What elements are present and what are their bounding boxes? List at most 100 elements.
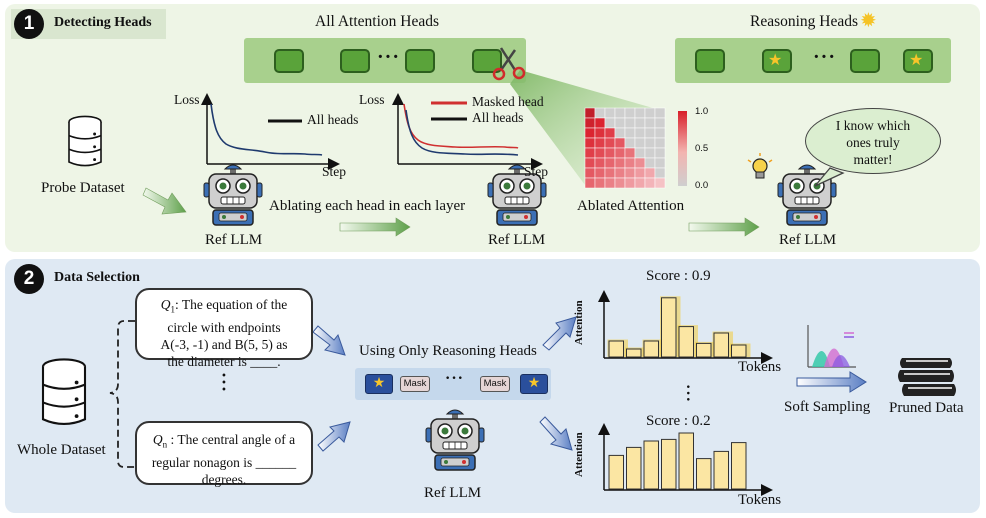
vertical-ellipsis: ··· bbox=[214, 372, 234, 394]
heatmap-cell bbox=[594, 137, 606, 149]
heatmap-cell bbox=[604, 147, 616, 159]
section2-title: Data Selection bbox=[54, 270, 140, 285]
chart-left-y-label: Loss bbox=[174, 92, 200, 107]
attention-head bbox=[472, 49, 502, 73]
qn-subscript: n bbox=[162, 439, 168, 450]
q1-subscript: 1 bbox=[170, 304, 176, 315]
heatmap-cell bbox=[594, 167, 606, 179]
speech-line: I know which bbox=[835, 118, 911, 133]
heatmap-cell bbox=[634, 107, 646, 119]
mask-chip: Mask bbox=[480, 376, 510, 392]
arrow-to-final-llm bbox=[688, 217, 760, 237]
attention-bar bbox=[731, 344, 747, 358]
chart-right-x-label: Step bbox=[524, 164, 549, 179]
books-icon bbox=[898, 358, 956, 396]
section2-badge: 2 bbox=[14, 264, 44, 294]
qn-symbol: Q bbox=[152, 432, 163, 447]
heatmap-cell bbox=[644, 177, 656, 189]
heatmap-cell bbox=[614, 167, 626, 179]
ref-llm-label: Ref LLM bbox=[779, 232, 837, 248]
heatmap-cell bbox=[634, 167, 646, 179]
heatmap-cell bbox=[644, 127, 656, 139]
heatmap-cell bbox=[654, 157, 666, 169]
speech-line: matter! bbox=[853, 152, 893, 167]
heatmap-cell bbox=[644, 137, 656, 149]
loss-chart-all-heads bbox=[201, 93, 340, 170]
soft-sampling-label: Soft Sampling bbox=[784, 399, 871, 415]
attention-bar bbox=[643, 340, 659, 358]
heatmap-cell bbox=[644, 117, 656, 129]
heatmap-cell bbox=[604, 157, 616, 169]
heatmap-cell bbox=[624, 167, 636, 179]
chart-right-y-label: Loss bbox=[359, 92, 385, 107]
lightbulb-icon bbox=[747, 153, 773, 179]
heatmap-cell bbox=[624, 137, 636, 149]
whole-dataset-icon bbox=[41, 358, 87, 426]
chart-left-x-label: Step bbox=[322, 164, 347, 179]
heatmap-cell bbox=[644, 157, 656, 169]
arrow-probe-to-llm bbox=[142, 187, 187, 215]
vertical-ellipsis: ··· bbox=[679, 384, 696, 404]
arrow-q1-to-heads bbox=[312, 325, 346, 356]
attention-bar bbox=[713, 332, 729, 358]
heatmap-cell bbox=[634, 137, 646, 149]
heatmap-cell bbox=[584, 177, 596, 189]
heatmap-cell bbox=[604, 117, 616, 129]
ablated-attention-label: Ablated Attention bbox=[577, 198, 685, 214]
q1-text: circle with endpoints bbox=[167, 319, 281, 335]
heatmap-cell bbox=[654, 167, 666, 179]
heatmap-cell bbox=[584, 147, 596, 159]
attention-bar bbox=[608, 454, 624, 490]
attention-chart-bottom bbox=[598, 423, 773, 496]
ablated-attention-heatmap bbox=[584, 107, 666, 189]
question-box-q1: Q1: The equation of the circle with endp… bbox=[135, 288, 313, 369]
heatmap-cell bbox=[594, 147, 606, 159]
loss-chart-masked-head bbox=[392, 93, 543, 170]
chart-left-legend: All heads bbox=[307, 112, 359, 127]
speech-bubble-tail bbox=[814, 167, 845, 187]
colorbar-tick: 0.0 bbox=[695, 180, 709, 191]
whole-dataset-label: Whole Dataset bbox=[17, 442, 106, 458]
heatmap-cell bbox=[624, 157, 636, 169]
heatmap-cell bbox=[584, 117, 596, 129]
score-top: Score : 0.9 bbox=[646, 268, 711, 284]
heatmap-cell bbox=[614, 157, 626, 169]
ref-llm-label: Ref LLM bbox=[205, 232, 263, 248]
question-box-qn: Qn : The central angle of a regular nona… bbox=[135, 421, 313, 487]
q1-line: Q1: The equation of the bbox=[145, 296, 303, 319]
score-bottom: Score : 0.2 bbox=[646, 413, 711, 429]
attention-bar bbox=[661, 297, 677, 358]
attention-bar bbox=[713, 450, 729, 490]
attention-bar bbox=[626, 348, 642, 358]
probe-database-icon bbox=[68, 115, 102, 167]
attention-bar bbox=[608, 340, 624, 358]
ref-llm-label: Ref LLM bbox=[424, 485, 482, 501]
ellipsis: ··· bbox=[813, 46, 837, 68]
ablating-label: Ablating each head in each layer bbox=[269, 198, 466, 214]
attention-bar bbox=[626, 446, 642, 490]
heatmap-cell bbox=[634, 177, 646, 189]
heatmap-cell bbox=[604, 137, 616, 149]
reasoning-head bbox=[850, 49, 880, 73]
heatmap-cell bbox=[644, 167, 656, 179]
distribution-icon bbox=[807, 325, 856, 368]
reasoning-head-starred: ★ bbox=[762, 49, 792, 73]
heatmap-cell bbox=[634, 127, 646, 139]
star-icon: ★ bbox=[909, 52, 924, 69]
attention-axis-label: Attention bbox=[573, 432, 585, 477]
star-head: ★ bbox=[365, 374, 393, 394]
heatmap-cell bbox=[634, 147, 646, 159]
heatmap-cell bbox=[584, 107, 596, 119]
colorbar-tick: 1.0 bbox=[695, 106, 709, 117]
heatmap-cell bbox=[614, 107, 626, 119]
heatmap-cell bbox=[594, 177, 606, 189]
qn-line: Qn : The central angle of a bbox=[145, 431, 303, 454]
ref-llm-robot bbox=[425, 409, 485, 471]
heatmap-cell bbox=[604, 177, 616, 189]
qn-text: degrees. bbox=[201, 471, 247, 487]
heatmap-cell bbox=[604, 107, 616, 119]
arrow-to-bottom-chart bbox=[539, 416, 573, 451]
heatmap-cell bbox=[634, 157, 646, 169]
heatmap-cell bbox=[654, 147, 666, 159]
arrow-soft-sampling bbox=[796, 371, 867, 393]
